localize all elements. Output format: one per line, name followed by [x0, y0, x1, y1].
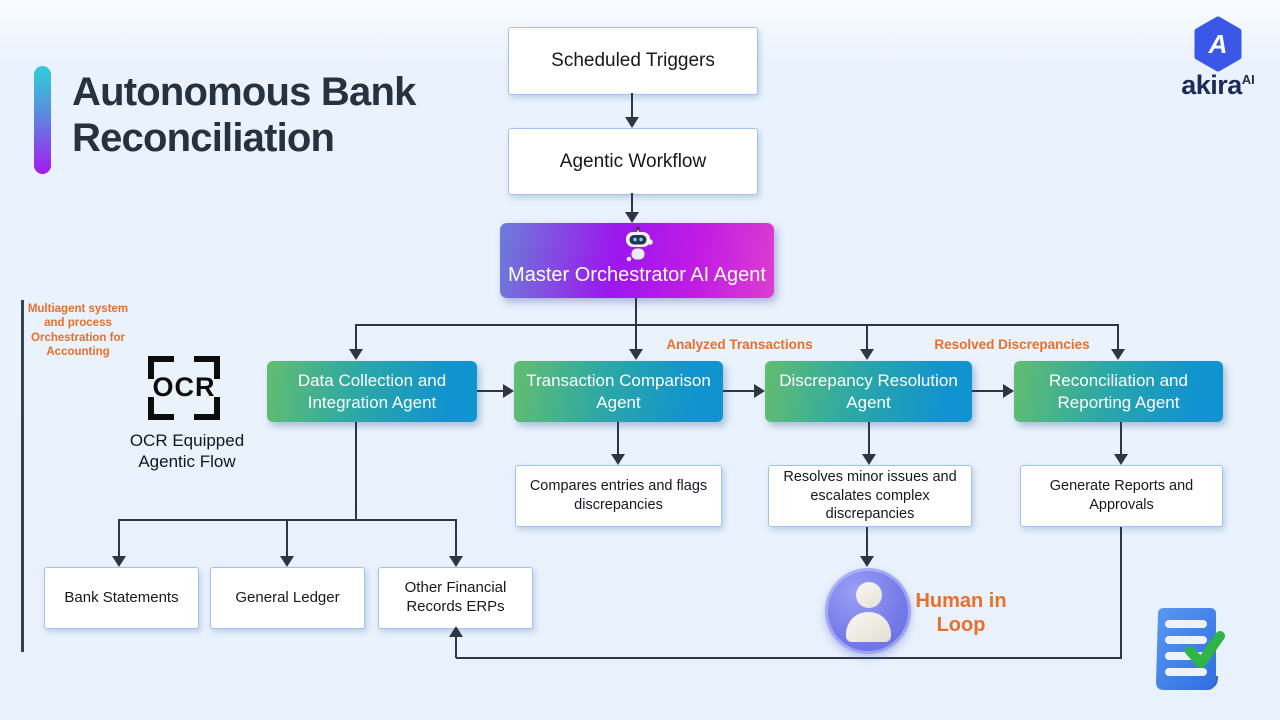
agentic-workflow-box: Agentic Workflow	[508, 128, 758, 195]
connector-feedback-down	[1120, 527, 1122, 659]
document-checkmark-icon	[1156, 608, 1225, 690]
connector-agent1-to-agent2	[477, 390, 504, 392]
master-orchestrator-label: Master Orchestrator AI Agent	[508, 264, 766, 286]
connector-agent2-to-agent3	[723, 390, 754, 392]
ocr-glyph: OCR	[152, 371, 216, 402]
agent-discrepancy-resolution-label: Discrepancy Resolution Agent	[779, 371, 958, 412]
svg-text:A: A	[1208, 29, 1228, 59]
ocr-corner-top-right	[194, 356, 220, 379]
arrowhead-down	[860, 556, 874, 567]
arrowhead-down	[629, 349, 643, 360]
arrowhead-down	[449, 556, 463, 567]
side-note-rule	[21, 300, 24, 652]
source-general-ledger-label: General Ledger	[235, 588, 340, 606]
arrowhead-up	[449, 626, 463, 637]
connector-agent2-to-detail	[617, 422, 619, 455]
akira-hexagon-logo-icon: A	[1194, 16, 1242, 72]
ocr-corner-bottom-right	[194, 397, 220, 420]
arrowhead-down	[349, 349, 363, 360]
detail-compares-text: Compares entries and flags discrepancies	[529, 478, 708, 513]
agent-reconciliation-reporting-box: Reconciliation and Reporting Agent	[1014, 361, 1223, 422]
connector-bus-to-agent3	[866, 324, 868, 350]
arrowhead-right	[503, 384, 514, 398]
page-title-line1: Autonomous Bank	[72, 70, 416, 114]
scheduled-triggers-box: Scheduled Triggers	[508, 27, 758, 95]
source-bank-statements-box: Bank Statements	[44, 567, 199, 629]
person-icon	[825, 568, 911, 654]
detail-generate-reports-box: Generate Reports and Approvals	[1020, 465, 1223, 527]
source-general-ledger-box: General Ledger	[210, 567, 365, 629]
ocr-scan-frame-icon: OCR	[148, 356, 220, 420]
source-other-records-label: Other Financial Records ERPs	[404, 579, 507, 615]
edge-label-analyzed-transactions: Analyzed Transactions	[666, 337, 813, 352]
detail-generate-reports-text: Generate Reports and Approvals	[1049, 478, 1194, 513]
agent-data-collection-label: Data Collection and Integration Agent	[297, 371, 447, 412]
arrowhead-right	[754, 384, 765, 398]
detail-resolves-text: Resolves minor issues and escalates comp…	[783, 469, 957, 523]
arrowhead-down	[611, 454, 625, 465]
connector-master-to-bus	[635, 298, 637, 326]
agent-data-collection-box: Data Collection and Integration Agent	[267, 361, 477, 422]
person-head	[856, 582, 882, 608]
arrowhead-down	[625, 117, 639, 128]
person-body	[846, 612, 891, 642]
source-other-records-box: Other Financial Records ERPs	[378, 567, 533, 629]
connector-bus-to-agent1	[355, 324, 357, 350]
connector-bus-to-agent2	[635, 324, 637, 350]
ocr-corner-top-left	[148, 356, 174, 379]
title-accent-bar	[34, 66, 51, 174]
connector-bus-to-other-records	[455, 519, 457, 559]
arrowhead-down	[112, 556, 126, 567]
arrowhead-down	[1111, 349, 1125, 360]
arrowhead-down	[625, 212, 639, 223]
brand-wordmark: akiraAI	[1163, 72, 1273, 99]
page-title: Autonomous Bank Reconciliation	[72, 70, 632, 161]
connector-feedback-up	[455, 634, 457, 658]
agent-transaction-comparison-label: Transaction Comparison Agent	[526, 371, 711, 412]
connector-agent3-to-agent4	[972, 390, 1003, 392]
connector-triggers-to-workflow	[631, 93, 633, 120]
arrowhead-down	[280, 556, 294, 567]
source-bank-statements-label: Bank Statements	[64, 588, 179, 606]
master-orchestrator-box: Master Orchestrator AI Agent	[500, 223, 774, 298]
connector-bus-to-bank-statements	[118, 519, 120, 559]
ocr-corner-bottom-left	[148, 397, 174, 420]
connector-distribution-bus	[355, 324, 1119, 326]
connector-agent1-stem	[355, 422, 357, 521]
edge-label-resolved-discrepancies: Resolved Discrepancies	[934, 337, 1090, 352]
arrowhead-down	[1114, 454, 1128, 465]
connector-bus-to-general-ledger	[286, 519, 288, 559]
brand-name: akira	[1181, 70, 1242, 100]
arrowhead-down	[862, 454, 876, 465]
connector-feedback-horizontal	[456, 657, 1122, 659]
ocr-caption: OCR Equipped Agentic Flow	[129, 431, 245, 472]
scheduled-triggers-label: Scheduled Triggers	[551, 50, 715, 71]
multiagent-note: Multiagent system and process Orchestrat…	[27, 303, 129, 359]
brand-sup: AI	[1241, 72, 1255, 87]
agent-transaction-comparison-box: Transaction Comparison Agent	[514, 361, 723, 422]
agent-discrepancy-resolution-box: Discrepancy Resolution Agent	[765, 361, 972, 422]
arrowhead-right	[1003, 384, 1014, 398]
connector-agent3-to-detail	[868, 422, 870, 455]
agentic-workflow-label: Agentic Workflow	[559, 150, 707, 172]
brand-logo: A akiraAI	[1163, 16, 1273, 99]
page-title-line2: Reconciliation	[72, 115, 335, 160]
human-in-loop-label: Human in Loop	[915, 590, 1007, 636]
agent-reconciliation-reporting-label: Reconciliation and Reporting Agent	[1049, 371, 1188, 412]
connector-workflow-to-master	[631, 193, 633, 213]
detail-resolves-box: Resolves minor issues and escalates comp…	[768, 465, 972, 527]
connector-agent4-to-detail	[1120, 422, 1122, 455]
connector-bus-to-agent4	[1117, 324, 1119, 350]
detail-compares-box: Compares entries and flags discrepancies	[515, 465, 722, 527]
connector-detail-to-human	[866, 527, 868, 557]
robot-icon	[626, 226, 653, 262]
arrowhead-down	[860, 349, 874, 360]
